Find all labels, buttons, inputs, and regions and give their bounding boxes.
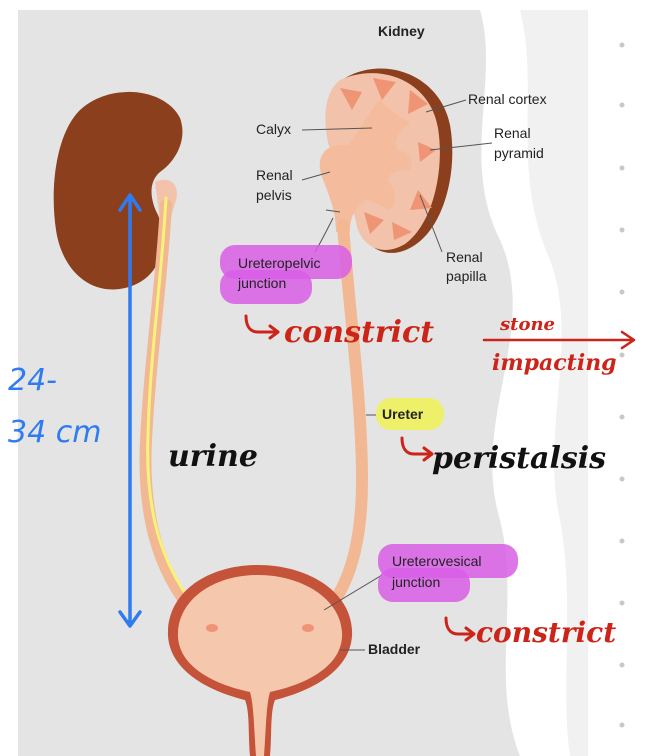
annotation-length-line1: 24-	[8, 363, 57, 398]
arrow-right-icon	[482, 330, 636, 350]
bladder-lumen	[177, 575, 343, 756]
label-upj-line2: junction	[237, 275, 286, 291]
upper-constrict-annotation: constrict	[244, 314, 434, 350]
annotation-urine: urine	[168, 439, 258, 474]
label-renal-pyramid-line2: pyramid	[494, 145, 544, 161]
length-annotation: 24- 34 cm	[8, 193, 142, 628]
right-renal-pelvis	[319, 144, 376, 232]
label-renal-papilla-line1: Renal	[446, 249, 483, 265]
left-ureteral-orifice	[206, 624, 218, 632]
annotation-length-line2: 34 cm	[8, 415, 101, 450]
label-renal-papilla-line2: papilla	[446, 268, 487, 284]
annotation-constrict-lower: constrict	[476, 616, 616, 649]
label-upj-line1: Ureteropelvic	[238, 255, 320, 271]
body-outline-band-2	[520, 10, 588, 756]
label-ureter: Ureter	[382, 406, 424, 422]
annotation-stone: stone	[499, 314, 555, 335]
annotation-constrict-upper: constrict	[284, 315, 434, 350]
peristalsis-annotation: peristalsis	[400, 436, 606, 476]
urine-flow-line	[146, 196, 215, 630]
annotation-impacting: impacting	[492, 350, 617, 376]
label-bladder: Bladder	[368, 641, 421, 657]
label-renal-cortex: Renal cortex	[468, 91, 547, 107]
label-uvj-line2: junction	[391, 574, 440, 590]
renal-pyramids	[340, 78, 436, 240]
highlights	[220, 245, 518, 602]
scroll-dots	[619, 42, 625, 728]
label-calyx: Calyx	[256, 121, 291, 137]
uvj-highlight-2	[378, 568, 470, 602]
hook-arrow-icon	[444, 616, 476, 642]
right-ureter	[306, 219, 369, 634]
label-renal-pelvis-line1: Renal	[256, 167, 293, 183]
hook-arrow-icon	[244, 314, 280, 340]
label-uvj-line1: Ureterovesical	[392, 553, 481, 569]
annotation-peristalsis: peristalsis	[432, 441, 606, 476]
left-kidney	[53, 91, 183, 290]
right-ureteral-orifice	[302, 624, 314, 632]
double-arrow-icon	[118, 193, 142, 628]
label-renal-pyramid-line1: Renal	[494, 125, 531, 141]
kidney-title: Kidney	[378, 23, 425, 39]
label-renal-pelvis-line2: pelvis	[256, 187, 292, 203]
leader-lines	[301, 99, 493, 651]
upj-highlight-2	[220, 270, 312, 304]
lower-constrict-annotation: constrict	[444, 616, 616, 649]
hook-arrow-icon	[400, 436, 434, 462]
ureter-highlight	[376, 398, 444, 430]
stone-impacting-annotation: stone impacting	[482, 314, 636, 376]
